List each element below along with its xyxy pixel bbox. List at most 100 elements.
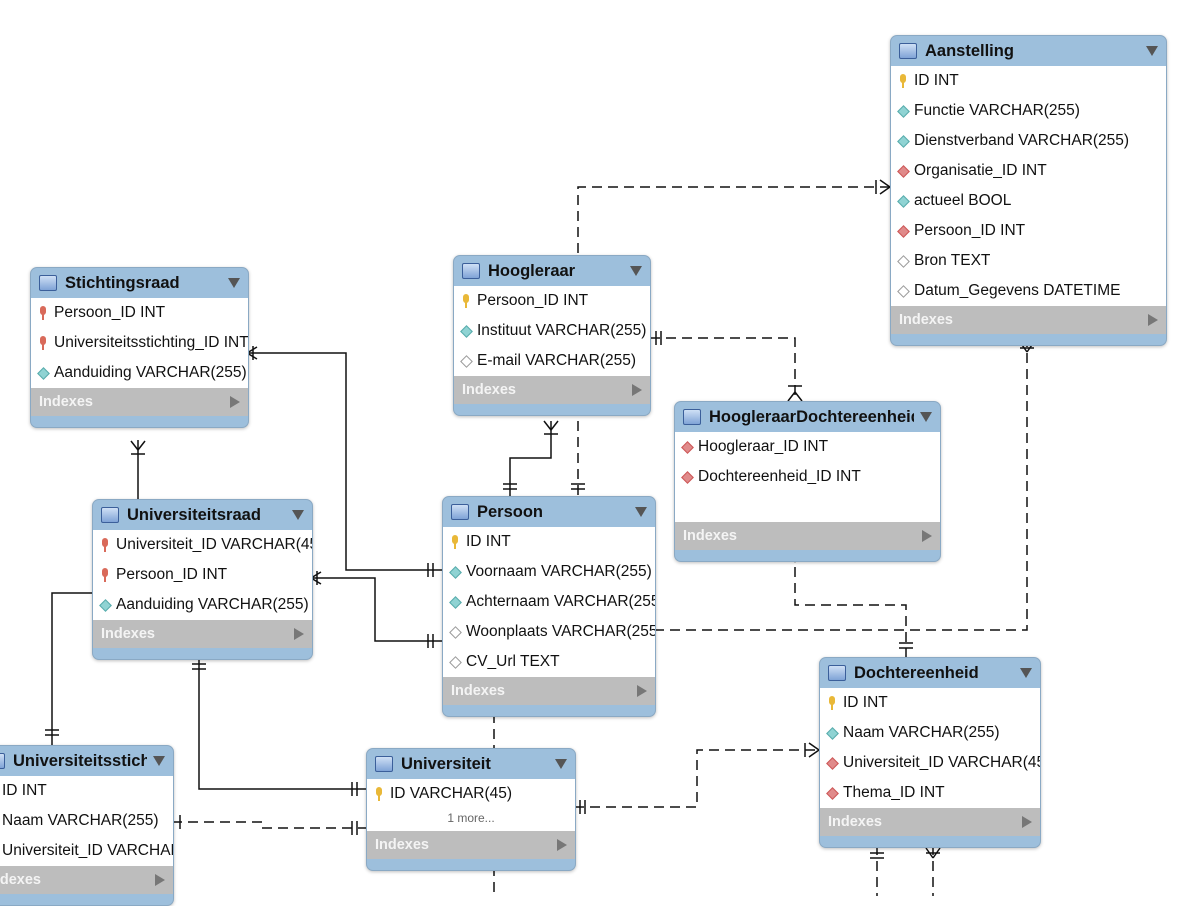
- expand-arrow-icon[interactable]: [230, 396, 240, 408]
- table-icon: [0, 753, 5, 769]
- column-row[interactable]: Universiteitsstichting_ID INT: [31, 328, 248, 358]
- indexes-section[interactable]: Indexes: [675, 522, 940, 550]
- table-header[interactable]: Persoon: [443, 497, 655, 527]
- column-name: Persoon_ID INT: [914, 222, 1026, 239]
- column-row[interactable]: Persoon_ID INT: [891, 216, 1166, 246]
- column-row[interactable]: Aanduiding VARCHAR(255): [31, 358, 248, 388]
- column-row[interactable]: Organisatie_ID INT: [891, 156, 1166, 186]
- indexes-section[interactable]: Indexes: [31, 388, 248, 416]
- rel-universiteitsraad-persoon: [311, 577, 442, 642]
- expand-arrow-icon[interactable]: [922, 530, 932, 542]
- column-name: Achternaam VARCHAR(255): [466, 593, 656, 610]
- collapse-arrow-icon[interactable]: [555, 759, 567, 769]
- column-row[interactable]: ID INT: [820, 688, 1040, 718]
- collapse-arrow-icon[interactable]: [920, 412, 932, 422]
- column-name: actueel BOOL: [914, 192, 1012, 209]
- column-row[interactable]: Aanduiding VARCHAR(255): [93, 590, 312, 620]
- indexes-section[interactable]: Indexes: [93, 620, 312, 648]
- column-row[interactable]: Universiteit_ID VARCHAR(45): [820, 748, 1040, 778]
- collapse-arrow-icon[interactable]: [292, 510, 304, 520]
- column-row[interactable]: Thema_ID INT: [820, 778, 1040, 808]
- collapse-arrow-icon[interactable]: [635, 507, 647, 517]
- column-row[interactable]: Hoogleraar_ID INT: [675, 432, 940, 462]
- indexes-label: Indexes: [828, 814, 882, 830]
- diamond-icon: [450, 565, 460, 579]
- column-row[interactable]: Naam VARCHAR(255): [0, 806, 173, 836]
- column-row[interactable]: Woonplaats VARCHAR(255): [443, 617, 655, 647]
- expand-arrow-icon[interactable]: [155, 874, 165, 886]
- diamond-icon: [450, 625, 460, 639]
- column-name: Persoon_ID INT: [116, 566, 228, 583]
- collapse-arrow-icon[interactable]: [630, 266, 642, 276]
- column-row[interactable]: Achternaam VARCHAR(255): [443, 587, 655, 617]
- column-name: Universiteit_ID VARCHAR(45): [843, 754, 1041, 771]
- column-row[interactable]: Persoon_ID INT: [93, 560, 312, 590]
- indexes-section[interactable]: Indexes: [891, 306, 1166, 334]
- expand-arrow-icon[interactable]: [1022, 816, 1032, 828]
- indexes-section[interactable]: Indexes: [454, 376, 650, 404]
- diamond-icon: [461, 354, 471, 368]
- column-row[interactable]: ID INT: [891, 66, 1166, 96]
- diamond-icon: [450, 655, 460, 669]
- indexes-label: Indexes: [39, 394, 93, 410]
- column-row[interactable]: Dienstverband VARCHAR(255): [891, 126, 1166, 156]
- expand-arrow-icon[interactable]: [637, 685, 647, 697]
- column-row[interactable]: Functie VARCHAR(255): [891, 96, 1166, 126]
- column-row[interactable]: Universiteit_ID VARCHAR(45): [0, 836, 173, 866]
- column-row[interactable]: CV_Url TEXT: [443, 647, 655, 677]
- table-header[interactable]: Stichtingsraad: [31, 268, 248, 298]
- rel-aanstelling-hoogleraar: [577, 186, 890, 255]
- column-row[interactable]: ID INT: [0, 776, 173, 806]
- table-header[interactable]: Hoogleraar: [454, 256, 650, 286]
- indexes-label: Indexes: [0, 872, 41, 888]
- collapse-arrow-icon[interactable]: [1146, 46, 1158, 56]
- indexes-section[interactable]: Indexes: [443, 677, 655, 705]
- column-row[interactable]: actueel BOOL: [891, 186, 1166, 216]
- expand-arrow-icon[interactable]: [557, 839, 567, 851]
- collapse-arrow-icon[interactable]: [153, 756, 165, 766]
- more-columns-link[interactable]: 1 more...: [447, 811, 495, 825]
- column-row[interactable]: ID VARCHAR(45): [367, 779, 575, 809]
- diamond-icon: [461, 324, 471, 338]
- column-row[interactable]: Bron TEXT: [891, 246, 1166, 276]
- table-header[interactable]: Universiteitsraad: [93, 500, 312, 530]
- collapse-arrow-icon[interactable]: [1020, 668, 1032, 678]
- expand-arrow-icon[interactable]: [294, 628, 304, 640]
- table-header[interactable]: Aanstelling: [891, 36, 1166, 66]
- table-header[interactable]: Universiteitsstichting: [0, 746, 173, 776]
- collapse-arrow-icon[interactable]: [228, 278, 240, 288]
- diamond-icon: [898, 134, 908, 148]
- expand-arrow-icon[interactable]: [632, 384, 642, 396]
- column-row[interactable]: Dochtereenheid_ID INT: [675, 462, 940, 492]
- table-header[interactable]: HoogleraarDochtereenheid: [675, 402, 940, 432]
- indexes-section[interactable]: Indexes: [820, 808, 1040, 836]
- column-row[interactable]: Universiteit_ID VARCHAR(45): [93, 530, 312, 560]
- table-header[interactable]: Universiteit: [367, 749, 575, 779]
- column-row[interactable]: ID INT: [443, 527, 655, 557]
- column-row[interactable]: Voornaam VARCHAR(255): [443, 557, 655, 587]
- column-row[interactable]: Persoon_ID INT: [454, 286, 650, 316]
- diamond-icon: [682, 470, 692, 484]
- table-header[interactable]: Dochtereenheid: [820, 658, 1040, 688]
- diamond-icon: [898, 164, 908, 178]
- column-row[interactable]: Naam VARCHAR(255): [820, 718, 1040, 748]
- column-row[interactable]: E-mail VARCHAR(255): [454, 346, 650, 376]
- table-footer: [443, 705, 655, 716]
- column-row[interactable]: Persoon_ID INT: [31, 298, 248, 328]
- column-row[interactable]: Instituut VARCHAR(255): [454, 316, 650, 346]
- indexes-section[interactable]: Indexes: [0, 866, 173, 894]
- expand-arrow-icon[interactable]: [1148, 314, 1158, 326]
- column-row[interactable]: Datum_Gegevens DATETIME: [891, 276, 1166, 306]
- indexes-section[interactable]: Indexes: [367, 831, 575, 859]
